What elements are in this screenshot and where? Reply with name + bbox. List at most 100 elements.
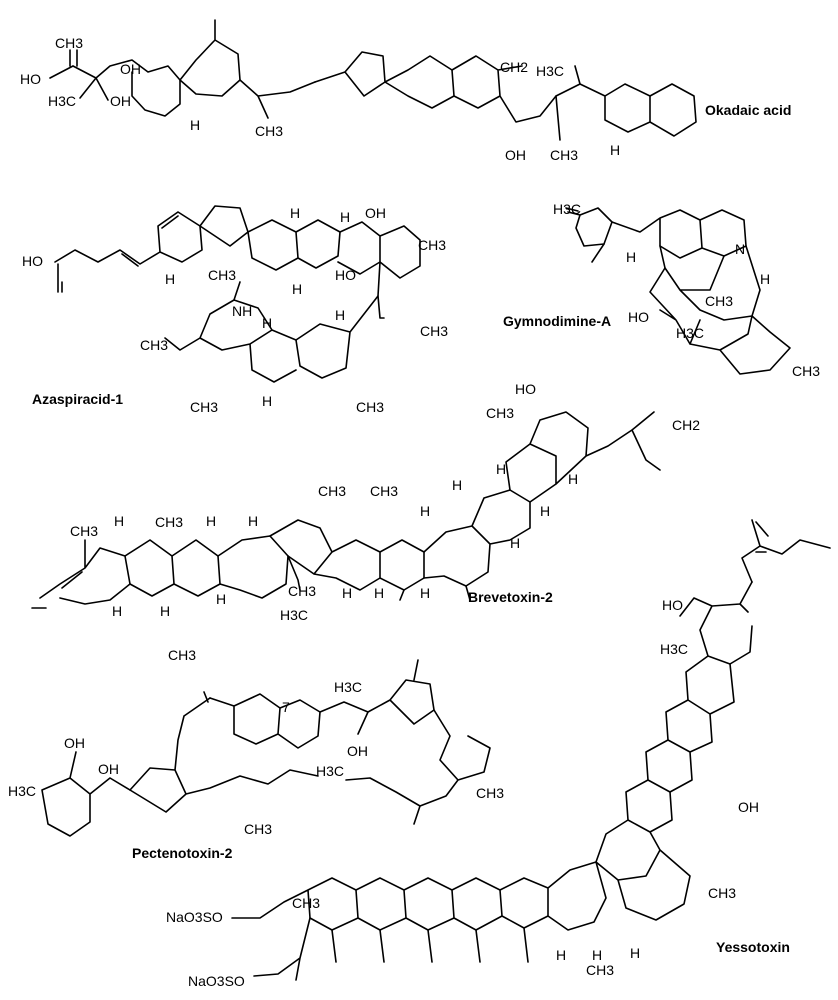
atom-label: HO (22, 253, 43, 269)
gymnodimine-a-structure: H3C H N CH3 HO H3C H CH3 Gymnodimine-A (503, 201, 820, 379)
atom-label: CH3 (486, 405, 514, 421)
bond (203, 659, 419, 703)
atom-label: H (592, 947, 602, 963)
atom-label: H (496, 461, 506, 477)
atom-label: H3C (316, 763, 344, 779)
brevetoxin-2-structure: HO CH3 CH2 CH3 CH3 CH3 CH3 H H H H H H H… (31, 381, 700, 623)
compound-name: Okadaic acid (705, 102, 791, 118)
atom-label: CH3 (155, 514, 183, 530)
bond (451, 55, 651, 133)
atom-label: H (262, 315, 272, 331)
bond (253, 917, 529, 981)
atom-label: H (340, 209, 350, 225)
compound-name: Pectenotoxin-2 (132, 845, 233, 861)
azaspiracid-1-structure: HO H H OH H CH3 HO CH3 H H CH3 NH CH3 CH… (22, 205, 448, 415)
atom-label: CH3 (244, 821, 272, 837)
bond (39, 539, 131, 605)
atom-label: CH3 (476, 785, 504, 801)
atom-label: H (630, 945, 640, 961)
compound-name: Azaspiracid-1 (32, 391, 123, 407)
atom-label: CH3 (550, 147, 578, 163)
atom-label: NH (232, 303, 252, 319)
atom-label: 7 (282, 699, 290, 715)
atom-label: H (420, 585, 430, 601)
atom-label: HO (335, 267, 356, 283)
yessotoxin-structure: HO H3C OH CH3 NaO3SO NaO3SO CH3 H CH3 H … (166, 519, 831, 989)
atom-label: CH3 (70, 523, 98, 539)
atom-label: CH3 (792, 363, 820, 379)
bond (54, 249, 161, 293)
atom-label: HO (515, 381, 536, 397)
atom-label: H (342, 585, 352, 601)
atom-label: HO (662, 597, 683, 613)
bond (164, 299, 297, 383)
atom-label: CH3 (208, 267, 236, 283)
atom-label: H (540, 503, 550, 519)
atom-label: HO (20, 71, 41, 87)
bond (645, 655, 735, 793)
atom-label: H3C (48, 93, 76, 109)
bond (41, 751, 131, 837)
bond (595, 779, 691, 921)
bond (505, 411, 661, 503)
atom-label: H3C (660, 641, 688, 657)
atom-label: OH (347, 743, 368, 759)
atom-label: H (160, 603, 170, 619)
compound-name: Yessotoxin (716, 939, 790, 955)
compound-name: Brevetoxin-2 (468, 589, 553, 605)
bond (739, 551, 767, 613)
atom-label: H (206, 513, 216, 529)
bond (555, 65, 697, 141)
atom-label: CH3 (708, 885, 736, 901)
atom-label: H (114, 513, 124, 529)
bond (199, 205, 341, 271)
atom-label: CH3 (292, 895, 320, 911)
atom-label: CH3 (288, 583, 316, 599)
bond (31, 555, 471, 609)
atom-label: CH3 (705, 293, 733, 309)
atom-label: H (248, 513, 258, 529)
atom-label: H (626, 249, 636, 265)
bond (269, 519, 425, 591)
atom-label: H3C (280, 607, 308, 623)
atom-label: CH3 (356, 399, 384, 415)
atom-label: H3C (8, 783, 36, 799)
bond (217, 535, 289, 599)
bond (231, 877, 359, 931)
atom-label: H (216, 591, 226, 607)
atom-label: OH (365, 205, 386, 221)
atom-label: CH3 (586, 962, 614, 978)
bond (239, 79, 316, 119)
bond (591, 209, 747, 263)
atom-label: CH2 (672, 417, 700, 433)
atom-label: N (735, 241, 745, 257)
bond (209, 693, 321, 749)
atom-label: H (760, 271, 770, 287)
atom-label: H (556, 947, 566, 963)
bond (233, 281, 385, 319)
bond (741, 519, 831, 583)
bond (499, 861, 607, 931)
atom-label: H (374, 585, 384, 601)
atom-label: H3C (334, 679, 362, 695)
atom-label: H (568, 471, 578, 487)
atom-label: H (292, 281, 302, 297)
atom-label: H3C (536, 63, 564, 79)
bond (649, 267, 791, 375)
atom-label: CH3 (140, 337, 168, 353)
okadaic-acid-structure: CH3 OH CH2 HO H3C OH H CH3 H3C OH CH3 H … (20, 19, 791, 163)
atom-label: H (420, 503, 430, 519)
atom-label: CH3 (55, 35, 83, 51)
atom-label: H (452, 477, 462, 493)
atom-label: OH (505, 147, 526, 163)
bond (314, 51, 455, 109)
bond (355, 877, 503, 931)
atom-label: OH (64, 735, 85, 751)
atom-label: CH3 (370, 483, 398, 499)
atom-label: CH3 (168, 647, 196, 663)
atom-label: CH2 (500, 59, 528, 75)
atom-label: H (262, 393, 272, 409)
atom-label: OH (98, 761, 119, 777)
atom-label: OH (110, 93, 131, 109)
